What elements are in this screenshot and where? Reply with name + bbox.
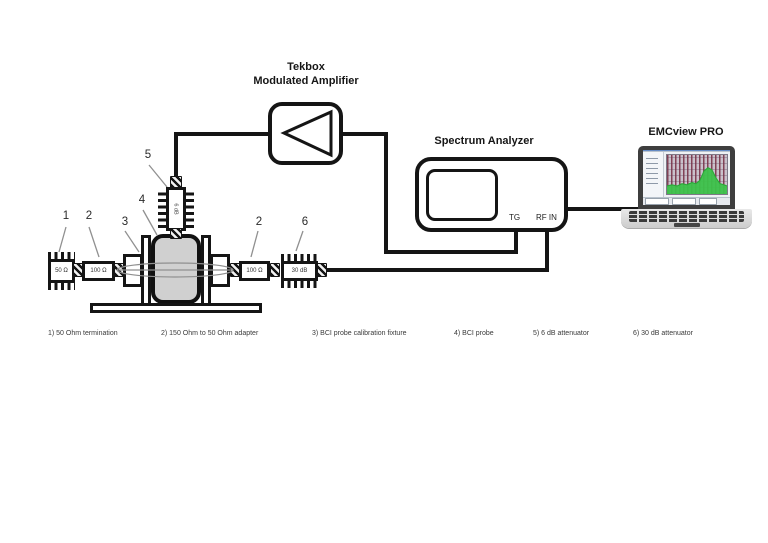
legend-item-2: 2) 150 Ohm to 50 Ohm adapter	[161, 330, 259, 337]
emcview-titlebar	[643, 150, 730, 151]
attenuator-6db: 6 dB	[166, 187, 186, 231]
adapter-left-100ohm: 100 Ω	[82, 261, 115, 281]
status-field	[672, 198, 696, 205]
legend-item-3: 3) BCI probe calibration fixture	[312, 330, 407, 337]
emcview-sidebar	[643, 152, 664, 197]
legend-item-1: 1) 50 Ohm termination	[48, 330, 118, 337]
rf-connector	[270, 263, 280, 277]
amplifier-label-line2: Modulated Amplifier	[253, 74, 359, 87]
adapter-right-100ohm: 100 Ω	[239, 261, 270, 281]
legend-item-5: 5) 6 dB attenuator	[533, 330, 590, 337]
callout-5: 5	[144, 149, 152, 161]
laptop-keyboard	[629, 211, 744, 222]
adapter-left-value: 100 Ω	[90, 268, 107, 274]
attenuator6-value: 6 dB	[172, 203, 179, 215]
attenuator6-fins-left	[158, 191, 166, 228]
status-field	[699, 198, 717, 205]
attenuator30-fins-bottom	[281, 281, 318, 288]
fixture-base-plate	[90, 303, 262, 313]
tg-port-label: TG	[509, 213, 521, 222]
spectrum-analyzer: TG RF IN	[415, 157, 568, 232]
analyzer-screen	[426, 169, 498, 221]
rf-in-port-label: RF IN	[536, 213, 557, 222]
emcview-label: EMCview PRO	[648, 126, 724, 138]
wire-attenuator-to-rfin	[324, 231, 549, 272]
termination-fins-top	[48, 252, 75, 259]
termination-value: 50 Ω	[55, 268, 68, 274]
laptop-screen-bezel	[638, 146, 735, 209]
spectrum-analyzer-label: Spectrum Analyzer	[434, 135, 534, 147]
rf-connector	[317, 263, 327, 277]
fixture-right-block	[210, 254, 230, 287]
callout-1: 1	[62, 210, 70, 222]
legend-item-4: 4) BCI probe	[454, 330, 494, 337]
rf-connector	[170, 228, 182, 239]
emcview-statusbar	[643, 197, 730, 205]
modulated-amplifier	[268, 102, 343, 165]
attenuator30-fins-top	[281, 254, 318, 261]
adapter-right-value: 100 Ω	[246, 268, 263, 274]
callout-3: 3	[121, 216, 129, 228]
legend-item-6: 6) 30 dB attenuator	[633, 330, 693, 337]
emcview-window	[643, 150, 730, 205]
attenuator30-value: 30 dB	[291, 268, 308, 274]
callout-4: 4	[138, 194, 146, 206]
fixture-left-plate	[141, 235, 151, 306]
termination-50ohm: 50 Ω	[48, 259, 75, 283]
fixture-left-block	[123, 254, 143, 287]
attenuator6-fins-right	[186, 191, 194, 228]
emcview-menubar	[643, 150, 730, 152]
callout-2-right: 2	[255, 216, 263, 228]
amplifier-label: Tekbox Modulated Amplifier	[236, 61, 376, 88]
laptop-trackpad	[674, 223, 700, 227]
termination-fins-bottom	[48, 283, 75, 290]
bci-probe	[151, 234, 201, 304]
green-spectrum-trace	[666, 166, 728, 194]
emcview-spectrum-plot	[666, 154, 728, 195]
laptop-body	[621, 209, 752, 228]
callout-2-left: 2	[85, 210, 93, 222]
amplifier-triangle-icon	[280, 109, 333, 158]
callout-6: 6	[301, 216, 309, 228]
wire-amp-to-attenuator	[174, 132, 268, 180]
amplifier-label-line1: Tekbox	[287, 61, 325, 73]
attenuator-30db: 30 dB	[281, 261, 318, 281]
status-field	[645, 198, 669, 205]
